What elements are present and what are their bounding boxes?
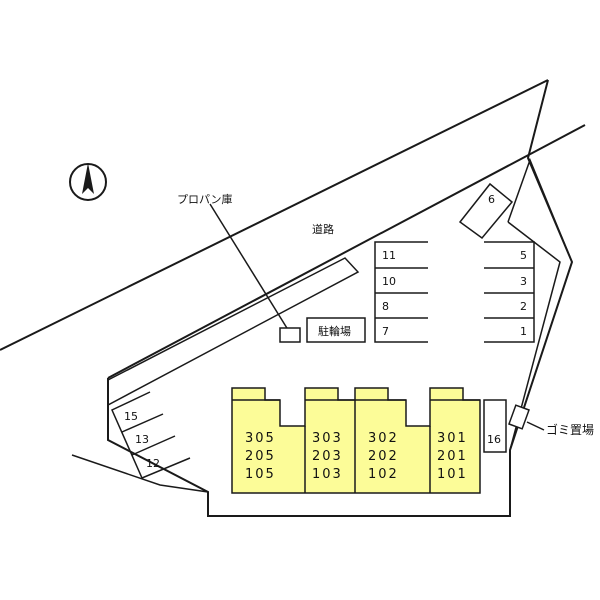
curb-line-right-lower (507, 221, 561, 451)
unit-number: 305 (245, 431, 276, 446)
unit-number: 302 (368, 431, 399, 446)
parking-space: 10 (382, 275, 396, 288)
bicycle-parking (306, 317, 366, 343)
garbage-area (508, 404, 530, 430)
apartment-building: 305 205 105 303 203 103 302 202 102 301 … (231, 387, 481, 494)
curb-line-left (71, 454, 209, 493)
parking-group-diagonal: 15 13 12 (111, 391, 191, 479)
unit-number: 205 (245, 449, 276, 464)
parking-space: 8 (382, 300, 389, 313)
unit-number: 202 (368, 449, 399, 464)
parking-space: 12 (146, 457, 160, 470)
unit-number: 201 (437, 449, 468, 464)
bicycle-parking-label: 駐輪場 (318, 324, 351, 338)
parking-space: 6 (488, 193, 495, 206)
parking-space-angled: 6 (458, 182, 514, 240)
propane-label: プロパン庫 (177, 192, 233, 206)
parking-space: 16 (487, 433, 501, 446)
parking-space: 1 (520, 325, 527, 338)
propane-leader (209, 203, 291, 334)
unit-number: 303 (312, 431, 343, 446)
road-label: 道路 (312, 222, 334, 236)
parking-column-right: 5 3 2 1 (484, 241, 535, 343)
parking-space: 13 (135, 433, 149, 446)
unit-number: 103 (312, 467, 343, 482)
unit-number: 102 (368, 467, 399, 482)
parking-space-side (483, 399, 507, 453)
parking-column-left: 11 10 8 7 (374, 241, 428, 343)
unit-number: 101 (437, 467, 468, 482)
garbage-leader (526, 421, 545, 431)
parking-space: 11 (382, 249, 396, 262)
parking-space: 15 (124, 410, 138, 423)
road-band (0, 79, 586, 379)
driveway-edge (107, 257, 360, 407)
parking-space: 3 (520, 275, 527, 288)
parking-space: 5 (520, 249, 527, 262)
garbage-label: ゴミ置場 (546, 422, 594, 437)
parking-space: 7 (382, 325, 389, 338)
propane-storage (279, 327, 301, 343)
north-arrow-icon (69, 163, 107, 201)
unit-number: 301 (437, 431, 468, 446)
unit-number: 203 (312, 449, 343, 464)
parking-space: 2 (520, 300, 527, 313)
curb-line-right (507, 157, 573, 263)
unit-number: 105 (245, 467, 276, 482)
